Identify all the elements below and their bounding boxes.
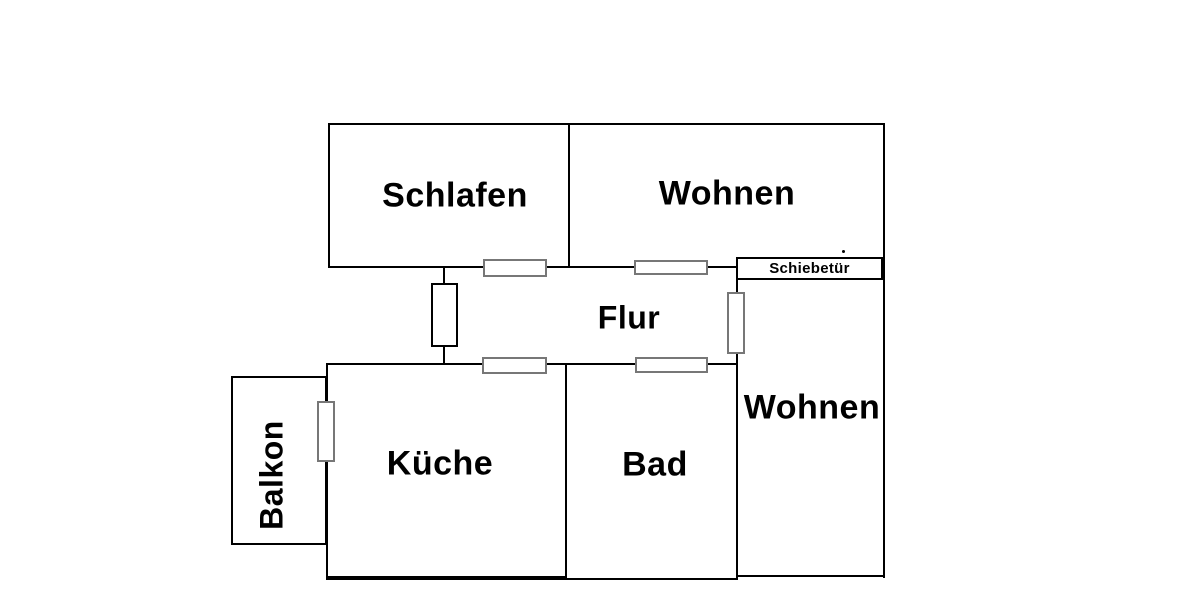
wall-right bbox=[883, 123, 885, 578]
room-label-wohnen-right: Wohnen bbox=[743, 388, 881, 427]
room-label-balkon: Balkon bbox=[253, 420, 290, 530]
door-wohnen-flur bbox=[634, 260, 708, 275]
door-schlafen-flur bbox=[483, 259, 547, 277]
wall-wohnen-right-bottom bbox=[736, 575, 885, 577]
wall-kueche-left bbox=[326, 363, 328, 579]
schiebetuer-label-box: Schiebetür bbox=[736, 257, 883, 280]
wall-bad-right bbox=[736, 278, 738, 580]
room-label-schlafen: Schlafen bbox=[382, 176, 528, 215]
wall-kueche-bottom bbox=[326, 576, 567, 580]
wall-kueche-bad-divider bbox=[565, 363, 567, 579]
door-wohnen-right-flur bbox=[727, 292, 745, 354]
room-label-flur: Flur bbox=[597, 299, 661, 336]
stray-dot bbox=[842, 250, 845, 253]
room-label-bad: Bad bbox=[622, 445, 688, 484]
wall-top bbox=[328, 123, 885, 125]
window-balkon bbox=[317, 401, 335, 462]
room-label-wohnen-top: Wohnen bbox=[658, 174, 796, 213]
schiebetuer-label: Schiebetür bbox=[769, 260, 850, 277]
wall-schlafen-wohnen-divider bbox=[568, 123, 570, 268]
door-flur-left bbox=[431, 283, 458, 347]
wall-schlafen-left bbox=[328, 123, 330, 268]
door-bad-flur bbox=[635, 357, 708, 373]
room-label-kueche: Küche bbox=[386, 444, 494, 483]
door-kueche-flur bbox=[482, 357, 547, 374]
wall-bad-bottom bbox=[565, 578, 738, 580]
